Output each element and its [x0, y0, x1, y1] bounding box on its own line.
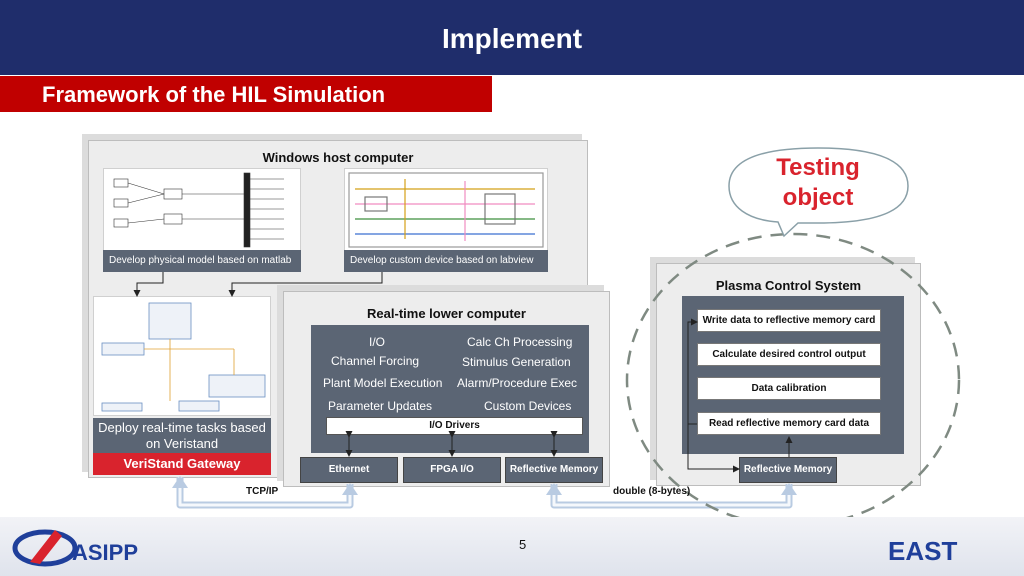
tcpip-arrow-left — [172, 476, 188, 488]
subtitle-bar — [0, 76, 492, 112]
rt-item-calc: Calc Ch Processing — [467, 335, 573, 349]
rt-item-stimulus: Stimulus Generation — [462, 355, 571, 369]
rt-item-io: I/O — [369, 335, 386, 349]
reflective-memory-module: Reflective Memory — [505, 457, 603, 483]
testing-object-bubble — [728, 147, 909, 238]
testing-object-dashed-circle — [625, 232, 961, 528]
veristand-gateway-box: VeriStand Gateway — [93, 453, 271, 475]
slide-title: Implement — [441, 23, 583, 54]
matlab-caption: Develop physical model based on matlab — [103, 250, 301, 272]
veristand-thumbnail — [93, 296, 271, 416]
pcs-step-calibration: Data calibration — [697, 377, 881, 400]
double-label: double (8-bytes) — [613, 486, 691, 497]
arrow-matlab-to-veristand — [133, 272, 164, 297]
simulink-diagram-image — [113, 172, 284, 248]
rt-item-custom: Custom Devices — [484, 399, 572, 413]
veristand-screenshot-image — [101, 302, 266, 412]
pcs-reflective-memory: Reflective Memory — [739, 457, 837, 483]
header-bar — [0, 0, 1024, 75]
rt-item-forcing: Channel Forcing — [331, 354, 420, 368]
page-number: 5 — [519, 537, 527, 552]
ethernet-module: Ethernet — [300, 457, 398, 483]
double-arrow-left — [546, 483, 562, 495]
asipp-logo-text: ASIPP — [72, 540, 139, 565]
deploy-label: Deploy real-time tasks based on Veristan… — [93, 418, 271, 453]
asipp-logo-icon — [12, 529, 78, 567]
arrow-labview-to-veristand — [228, 272, 383, 297]
footer-band — [0, 517, 1024, 576]
rt-item-plant: Plant Model Execution — [323, 376, 443, 390]
rt-item-alarm: Alarm/Procedure Exec — [457, 376, 578, 390]
double-arrow-right — [781, 483, 797, 495]
labview-diagram-image — [348, 172, 544, 248]
rt-item-params: Parameter Updates — [328, 399, 433, 413]
arrow-pcs-reflective — [687, 321, 740, 473]
windows-host-title: Windows host computer — [262, 150, 414, 165]
tcpip-label: TCP/IP — [246, 486, 279, 497]
testing-object-line2: object — [782, 184, 854, 211]
realtime-title: Real-time lower computer — [367, 306, 526, 321]
slide-subtitle: Framework of the HIL Simulation — [42, 82, 386, 107]
tcpip-arrow-right — [342, 483, 358, 495]
pcs-step-calculate: Calculate desired control output — [697, 343, 881, 366]
testing-object-line1: Testing — [776, 154, 860, 181]
labview-caption: Develop custom device based on labview — [344, 250, 548, 272]
fpga-io-module: FPGA I/O — [403, 457, 501, 483]
east-logo-text: EAST — [888, 536, 958, 566]
pcs-title: Plasma Control System — [715, 278, 862, 293]
arrow-pcs-read — [687, 318, 698, 425]
pcs-step-read: Read reflective memory card data — [697, 412, 881, 435]
